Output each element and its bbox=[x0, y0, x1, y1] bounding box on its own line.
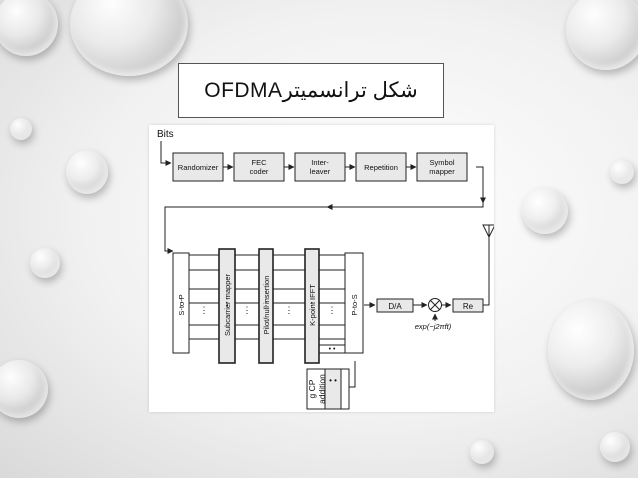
water-drop-left-small bbox=[10, 118, 32, 140]
top-chain-label: Repetition bbox=[364, 163, 398, 172]
antenna-icon bbox=[483, 225, 494, 237]
exp-label: exp(−j2πft) bbox=[415, 322, 452, 331]
water-drop-top-right bbox=[566, 0, 638, 70]
block-ellipsis-dots: ⋮ bbox=[177, 297, 186, 307]
water-drop-bottom-right bbox=[600, 432, 630, 462]
slide-title: شکل ترانسمیترOFDMA bbox=[204, 78, 418, 103]
da-label: D/A bbox=[388, 302, 402, 311]
water-drop-bottom-left bbox=[0, 360, 48, 418]
top-chain-label: Inter-leaver bbox=[310, 158, 331, 176]
bus-ellipsis-dots: ⋮ bbox=[285, 305, 294, 315]
re-to-antenna-line bbox=[483, 237, 489, 305]
bits-label: Bits bbox=[157, 129, 174, 140]
water-drop-bottom-center bbox=[470, 440, 494, 464]
re-label: Re bbox=[463, 302, 474, 311]
bus-ellipsis-dots: ⋮ bbox=[200, 305, 209, 315]
cp-dots: • • bbox=[329, 376, 337, 385]
bits-line bbox=[161, 141, 171, 163]
bus-dots: • • bbox=[329, 346, 336, 353]
top-chain-label: Randomizer bbox=[178, 163, 219, 172]
block-ellipsis-dots: ⋮ bbox=[223, 297, 232, 307]
vertical-block-label: P-to-S bbox=[350, 294, 359, 315]
water-drop-left-mid bbox=[66, 150, 108, 194]
water-drop-right-small bbox=[610, 160, 634, 184]
block-ellipsis-dots: ⋮ bbox=[262, 297, 271, 307]
slide-title-box: شکل ترانسمیترOFDMA bbox=[178, 63, 444, 118]
water-drop-top-left bbox=[0, 0, 58, 56]
water-drop-left-lower bbox=[30, 248, 60, 278]
water-drop-right-large bbox=[548, 300, 634, 400]
block-ellipsis-dots: ⋮ bbox=[308, 297, 317, 307]
water-drop-top-center bbox=[70, 0, 188, 76]
cp-addition-inner bbox=[325, 369, 341, 409]
water-drop-right-mid bbox=[522, 188, 568, 234]
bus-ellipsis-dots: ⋮ bbox=[243, 305, 252, 315]
bus-ellipsis-dots: ⋮ bbox=[328, 305, 337, 315]
cp-to-pts-line bbox=[349, 361, 355, 387]
